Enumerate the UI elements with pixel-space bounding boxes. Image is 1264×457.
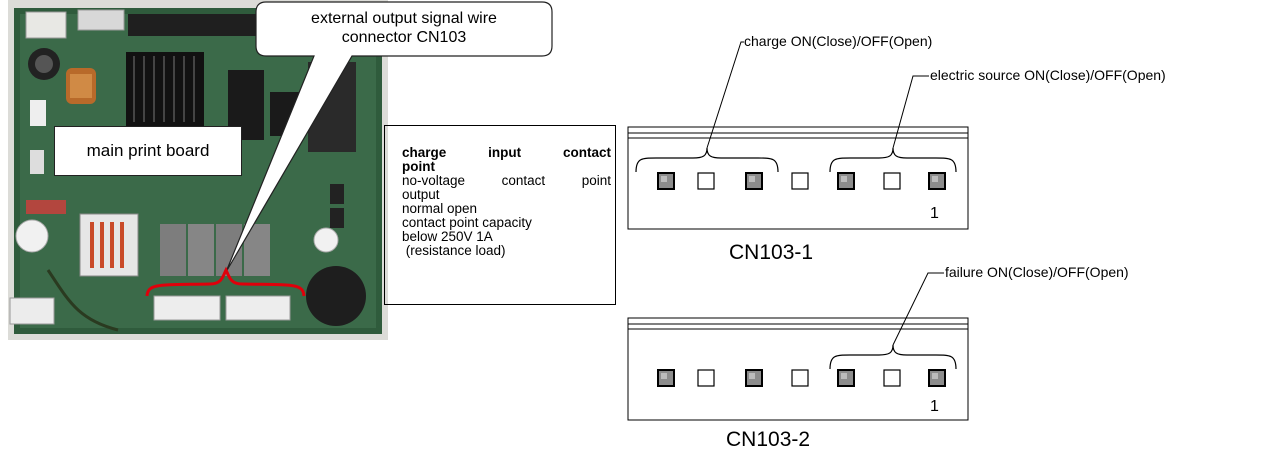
- label-electric-source: electric source ON(Close)/OFF(Open): [930, 67, 1166, 83]
- leader-charge: [706, 41, 744, 149]
- spec-line-6: (resistance load): [402, 243, 506, 258]
- spec-line-2: output: [402, 187, 440, 202]
- connector-1-pin-7-highlight: [932, 176, 938, 182]
- connector-2-name: CN103-2: [726, 428, 811, 451]
- callout-line-1: external output signal wire: [311, 10, 497, 27]
- connector-2-pin-2: [697, 369, 715, 387]
- spec-box: charge input contact point no-voltage co…: [384, 125, 616, 305]
- spec-line-1: no-voltage contact point: [402, 173, 611, 188]
- connector-1-pin-2: [697, 172, 715, 190]
- connector-1-pin-3-highlight: [749, 176, 755, 182]
- board-label: main print board: [54, 126, 242, 176]
- spec-title-line-2: point: [402, 159, 435, 174]
- callout-text: external output signal wire connector CN…: [258, 9, 550, 47]
- label-failure: failure ON(Close)/OFF(Open): [945, 264, 1129, 280]
- connector-2-pin-7-highlight: [932, 373, 938, 379]
- connector-2-body: [627, 317, 969, 421]
- spec-line-3: normal open: [402, 201, 478, 216]
- connector-2-pin-5-highlight: [841, 373, 847, 379]
- connector-1-pin-one-label: 1: [930, 205, 939, 222]
- connector-1-pin-6: [883, 172, 901, 190]
- label-charge: charge ON(Close)/OFF(Open): [744, 33, 933, 49]
- spec-line-5: below 250V 1A: [402, 229, 493, 244]
- spec-line-4: contact point capacity: [402, 215, 532, 230]
- connector-2-pin-6: [883, 369, 901, 387]
- leader-electric-source: [892, 75, 929, 149]
- connector-1-name: CN103-1: [729, 241, 814, 264]
- connector-2-pin-one-label: 1: [930, 398, 939, 415]
- connector-2-pin-1-highlight: [661, 373, 667, 379]
- callout-line-2: connector CN103: [341, 29, 467, 46]
- spec-title-line-1: charge input contact: [402, 145, 611, 160]
- connector-1-pin-4: [791, 172, 809, 190]
- leader-failure: [892, 272, 944, 346]
- connector-1-pin-1-highlight: [661, 176, 667, 182]
- connector-2-pin-4: [791, 369, 809, 387]
- connector-2-pin-3-highlight: [749, 373, 755, 379]
- connector-1-pin-5-highlight: [841, 176, 847, 182]
